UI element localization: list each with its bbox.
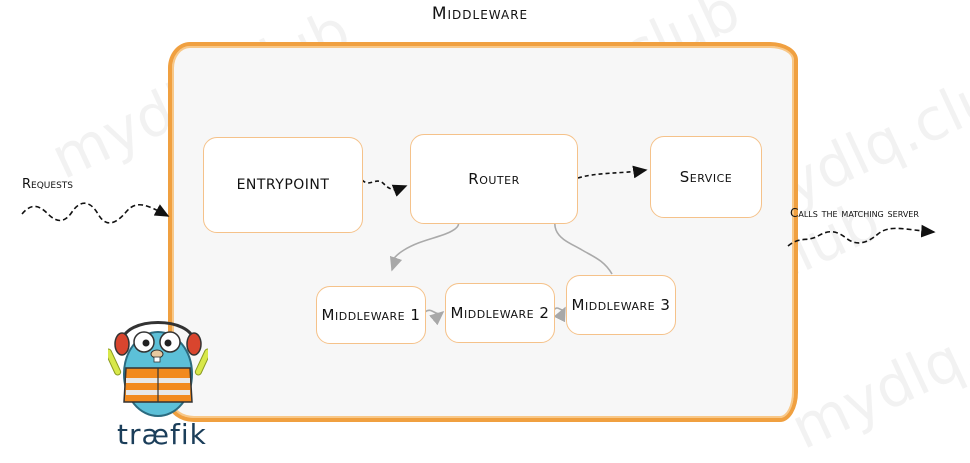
requests-arrow (21, 202, 170, 224)
middleware-2-node: Middleware 2 (445, 283, 555, 343)
calls-matching-server-label: Calls the matching server (790, 206, 919, 220)
middleware-3-node: Middleware 3 (566, 275, 676, 335)
service-node: Service (650, 136, 762, 218)
traefik-gopher-icon (108, 321, 208, 417)
requests-label: Requests (22, 177, 74, 192)
router-node: Router (410, 134, 578, 224)
middleware-1-node: Middleware 1 (316, 286, 426, 344)
watermark-text: mydlq.club (780, 265, 970, 463)
service-to-server-arrow (787, 224, 936, 247)
traefik-logo-text: træfik (117, 418, 207, 451)
diagram-title: Middleware (431, 4, 529, 24)
entrypoint-node: ENTRYPOINT (203, 137, 363, 233)
